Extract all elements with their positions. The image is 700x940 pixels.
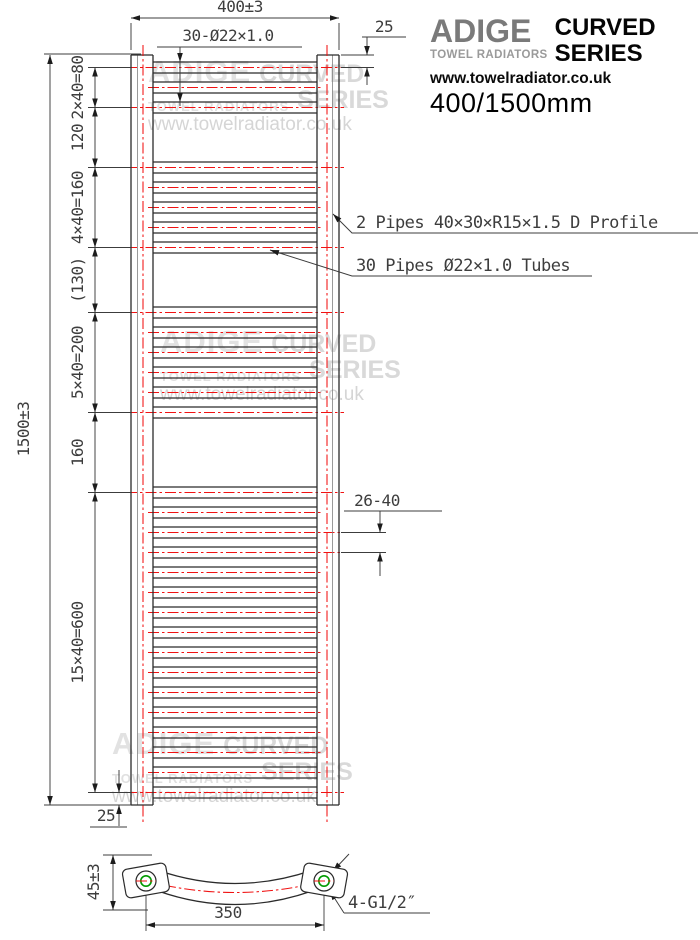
dim-overall-width: 400±3 (217, 0, 263, 16)
dim-top-offset: 25 (375, 17, 393, 36)
dimensions: 400±3 30-Ø22×1.0 25 2×40=80 120 4×40=160 (130)… (14, 0, 442, 931)
dim-chain-5: 160 (68, 439, 87, 466)
website-text: www.towelradiator.co.uk (430, 69, 612, 87)
dim-overall-height: 1500±3 (14, 402, 33, 457)
dim-bottom-offset: 25 (97, 806, 115, 825)
watermark-series: SERIES (309, 355, 401, 384)
dim-tap-centres: 350 (214, 903, 241, 922)
dim-chain-6: 15×40=600 (68, 601, 87, 683)
brand-logo-subtext: TOWEL RADIATORS (430, 49, 548, 61)
series-line2: SERIES (554, 39, 643, 67)
dim-tube-pitch: 26-40 (354, 491, 400, 510)
dim-tube-spec: 30-Ø22×1.0 (182, 26, 273, 45)
dim-chain-1: 120 (68, 124, 87, 151)
dim-chain-4: 5×40=200 (68, 326, 87, 399)
series-label: CURVED SERIES (555, 15, 656, 67)
watermark-logo: ADIGE (160, 324, 264, 359)
brand-logo: ADIGE TOWEL RADIATORS (430, 15, 548, 62)
dim-chain-2: 4×40=160 (68, 171, 87, 244)
brand-header: ADIGE TOWEL RADIATORS CURVED SERIES www.… (430, 15, 656, 117)
watermark-url: www.towelradiator.co.uk (148, 114, 352, 136)
callouts: 2 Pipes 40×30×R15×1.5 D Profile 30 Pipes … (269, 213, 698, 277)
watermark-url: www.towelradiator.co.uk (112, 786, 316, 808)
watermark-logo: ADIGE (112, 726, 216, 761)
watermark-logo-sub: TOWEL RADIATORS (148, 98, 290, 114)
watermark: ADIGE CURVED TOWEL RADIATORS SERIES www.… (160, 324, 401, 406)
front-view (126, 45, 344, 823)
series-line1: CURVED (554, 14, 656, 41)
model-size-text: 400/1500mm (430, 88, 593, 119)
dim-curve-depth: 45±3 (84, 864, 103, 901)
watermark-url: www.towelradiator.co.uk (160, 384, 364, 406)
brand-logo-text: ADIGE (430, 13, 532, 49)
dim-chain-0: 2×40=80 (68, 56, 87, 120)
dim-chain-3: (130) (68, 257, 87, 303)
watermark: ADIGE CURVED TOWEL RADIATORS SERIES www.… (148, 56, 389, 136)
callout-tubes: 30 Pipes Ø22×1.0 Tubes (356, 256, 570, 276)
callout-rail-profile: 2 Pipes 40×30×R15×1.5 D Profile (356, 213, 658, 233)
watermark-series: SERIES (261, 757, 353, 786)
dim-connections: 4-G1/2″ (348, 893, 416, 913)
bottom-view (121, 862, 349, 906)
